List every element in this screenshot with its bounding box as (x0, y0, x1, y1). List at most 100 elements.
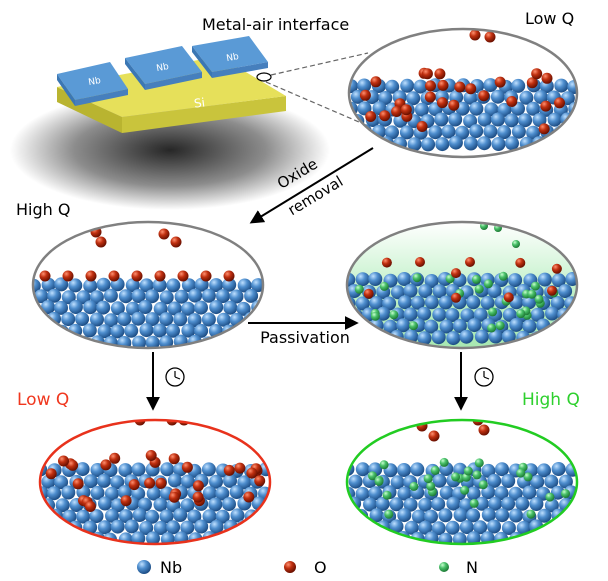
o-atom (416, 121, 428, 132)
nb-atom (441, 124, 456, 139)
o-atom (425, 80, 436, 92)
nb-atom (368, 272, 383, 286)
nb-atom (347, 530, 356, 544)
nb-atom (139, 323, 154, 338)
nb-atom (237, 278, 252, 293)
o-atom (421, 68, 433, 80)
panel-border (347, 27, 579, 159)
o-atom (234, 462, 246, 474)
o-atom (154, 270, 166, 282)
nb-atom (564, 531, 577, 544)
nb-atom (117, 312, 132, 327)
nb-atom (187, 509, 202, 524)
nb-atom (180, 520, 195, 535)
nb-atom (187, 313, 202, 328)
nb-atom (546, 137, 561, 152)
n-atom (545, 492, 555, 502)
nb-atom (424, 274, 439, 288)
o-atom (223, 270, 235, 282)
nb-atom (54, 277, 69, 292)
nb-atom (533, 90, 548, 105)
nb-atom (138, 497, 152, 512)
nb-atom (526, 125, 541, 140)
nb-atom (558, 474, 573, 489)
nb-atom (139, 521, 154, 535)
o-atom (538, 123, 550, 135)
zoom-line-top (270, 52, 369, 76)
nb-atom (82, 323, 97, 338)
nb-atom (448, 135, 463, 150)
nb-atom (567, 80, 577, 94)
nb-atom (396, 318, 411, 333)
nb-atom (469, 101, 484, 116)
nb-atom (347, 509, 356, 524)
nb-atom (477, 112, 492, 127)
o-atom (434, 68, 446, 80)
nb-atom (501, 521, 516, 535)
o-atom (400, 104, 412, 116)
nb-atom (431, 497, 446, 512)
nb-atom (110, 324, 125, 339)
nb-atom (181, 323, 196, 338)
nb-atom (501, 496, 516, 511)
nb-atom (483, 78, 498, 93)
nb-atom (368, 486, 383, 501)
o-atom (158, 228, 170, 240)
nb-atom (41, 323, 56, 338)
nb-atom (488, 496, 503, 511)
nb-atom (145, 312, 160, 327)
nb-atom (47, 288, 62, 303)
n-atom (488, 307, 498, 317)
nb-atom (554, 78, 569, 93)
nb-atom (104, 486, 119, 501)
nb-atom (466, 508, 481, 523)
nb-atom (174, 289, 189, 304)
electrode-3 (192, 36, 268, 78)
nb-atom (146, 486, 161, 501)
nb-atom (61, 290, 76, 305)
nb-atom (222, 497, 236, 512)
nb-atom (466, 531, 481, 544)
low-q-label-bottom: Low Q (17, 390, 69, 410)
nb-atom (467, 318, 482, 333)
nb-atom (501, 474, 516, 488)
nb-atom (159, 290, 174, 305)
nb-atom (417, 306, 432, 321)
nb-atom (487, 519, 501, 534)
nb-atom (250, 520, 264, 535)
nb-atom (215, 486, 230, 501)
n-atom (469, 498, 479, 508)
nb-atom (435, 137, 450, 152)
nb-atom (76, 509, 91, 524)
nb-atom (48, 334, 63, 348)
n-atom (471, 274, 481, 284)
nb-atom (209, 300, 224, 315)
nb-atom (180, 498, 195, 513)
n-atom (487, 323, 497, 333)
nb-atom (445, 520, 460, 535)
panel-mid-left-clean (31, 220, 265, 350)
o-atom (100, 459, 112, 471)
nb-atom (40, 532, 48, 544)
nb-atom (61, 485, 76, 500)
nb-atom (105, 508, 119, 523)
n-atom (527, 289, 537, 299)
o-atom (168, 453, 180, 465)
nb-atom (434, 112, 449, 127)
nb-atom (480, 295, 495, 310)
n-atom (523, 472, 533, 482)
o-atom (370, 76, 382, 88)
nb-atom (229, 531, 244, 544)
nb-atom (230, 508, 245, 523)
nb-atom (558, 284, 573, 299)
o-atom (465, 83, 477, 95)
n-atom (483, 279, 493, 289)
o-atom (155, 477, 167, 489)
o-atom (415, 257, 425, 267)
nb-atom (544, 498, 559, 513)
o-atom (554, 97, 565, 109)
nb-atom (403, 307, 418, 322)
o-atom (39, 270, 51, 282)
nb-atom (194, 300, 208, 315)
nb-atom (516, 521, 531, 535)
